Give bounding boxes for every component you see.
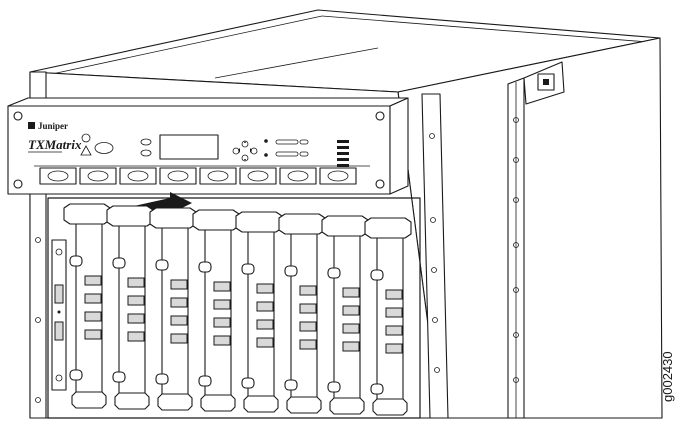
- line-card: [192, 209, 240, 412]
- port-icon: [279, 167, 317, 185]
- line-card: [235, 211, 283, 413]
- brand-text: Juniper: [38, 121, 68, 131]
- screw-icon: [375, 179, 385, 189]
- screw-icon: [13, 111, 23, 121]
- figure-id-label: g002430: [660, 351, 675, 402]
- side-rail: [507, 61, 565, 419]
- lcd-display: [159, 134, 219, 160]
- port-icon: [39, 167, 77, 185]
- port-icon: [319, 167, 357, 185]
- navigation-buttons: [232, 140, 258, 162]
- port-icon: [199, 167, 237, 185]
- slot-indicators: [275, 139, 309, 157]
- port-icon: [79, 167, 117, 185]
- rail-screws: [513, 117, 519, 383]
- line-card: [364, 217, 412, 416]
- brand-logo: Juniper TXMatrix: [28, 121, 82, 153]
- line-cards: [63, 203, 412, 416]
- line-card: [106, 205, 154, 410]
- line-card: [278, 213, 326, 414]
- panel-port-row: [39, 167, 357, 185]
- craft-interface-panel: Juniper TXMatrix: [7, 97, 409, 195]
- control-board: [51, 239, 67, 391]
- port-icon: [239, 167, 277, 185]
- screw-icon: [375, 111, 385, 121]
- line-card: [149, 207, 197, 411]
- led-stack: [337, 140, 349, 167]
- port-icon: [159, 167, 197, 185]
- line-card: [321, 215, 369, 415]
- alarm-indicators: [80, 133, 114, 156]
- line-card: [63, 203, 111, 409]
- model-text: TXMatrix: [28, 137, 82, 152]
- screw-icon: [13, 179, 23, 189]
- port-icon: [119, 167, 157, 185]
